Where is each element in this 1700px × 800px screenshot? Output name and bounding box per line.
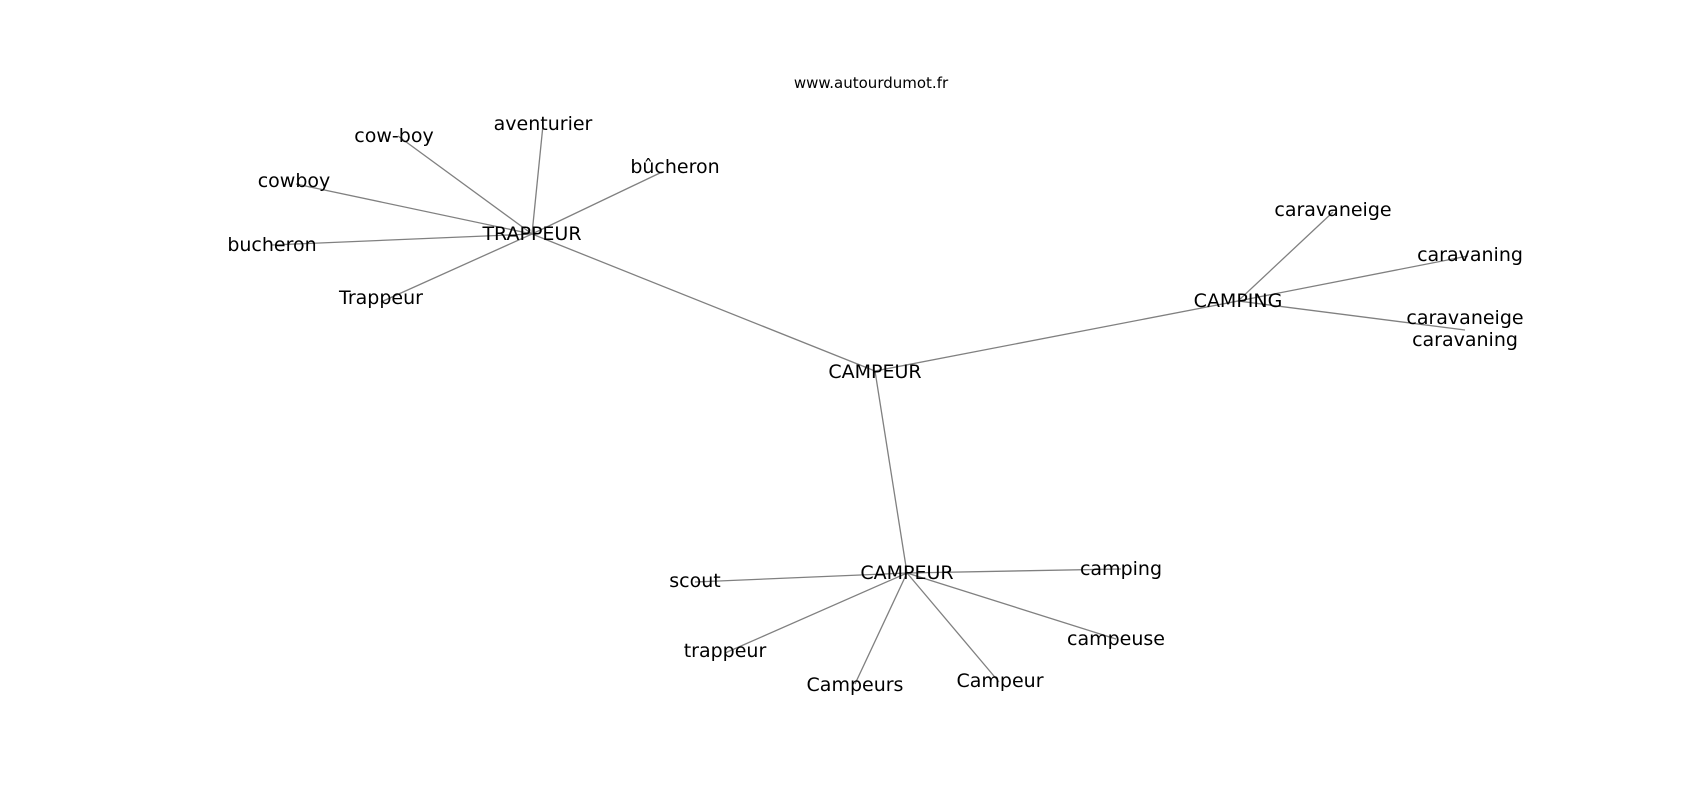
node-caravaneige-caravaning-line1: caravaneige: [1406, 307, 1523, 329]
edge-campeur-hub-campeurs: [854, 572, 908, 685]
edges: [271, 124, 1469, 685]
edge-campeur-camping: [874, 300, 1239, 372]
edge-campeur-hub-trappeur: [724, 572, 908, 654]
site-url: www.autourdumot.fr: [794, 74, 949, 92]
node-caravaneige-caravaning-line2: caravaning: [1412, 329, 1518, 351]
node-aventurier: aventurier: [494, 113, 593, 135]
edge-campeur-hub-campeuse: [906, 572, 1117, 640]
node-bucheron: bucheron: [227, 234, 316, 256]
node-campeur-cap: Campeur: [956, 670, 1043, 692]
edge-camping-caravaning: [1237, 255, 1469, 302]
edge-camping-caravaneige-caravaning: [1237, 300, 1466, 331]
node-caravaning: caravaning: [1417, 244, 1523, 266]
edge-campeur-hub-scout: [694, 572, 908, 583]
edge-campeur-campeur-hub: [874, 370, 908, 574]
edge-trappeur-trappeur-cap: [380, 233, 533, 303]
labels: www.autourdumot.fr CAMPEUR TRAPPEUR CAMP…: [227, 74, 1523, 696]
edge-trappeur-aventurier: [531, 124, 544, 235]
edge-campeur-hub-campeur-cap: [906, 572, 1000, 683]
node-campeuse: campeuse: [1067, 628, 1165, 650]
edge-trappeur-cow-boy: [397, 135, 533, 235]
node-caravaneige: caravaneige: [1274, 199, 1391, 221]
node-campeur-hub: CAMPEUR: [860, 562, 953, 584]
node-trappeur-hub: TRAPPEUR: [481, 223, 581, 245]
node-cowboy: cowboy: [258, 170, 331, 192]
node-camping: camping: [1080, 558, 1162, 580]
node-trappeur-cap: Trappeur: [338, 287, 423, 309]
edge-trappeur-bucheron-accent: [531, 171, 663, 235]
node-campeurs: Campeurs: [807, 674, 904, 696]
edge-campeur-hub-camping: [906, 568, 1122, 574]
edge-trappeur-cowboy: [295, 183, 533, 235]
node-trappeur: trappeur: [684, 640, 767, 662]
node-bucheron-accent: bûcheron: [630, 156, 719, 178]
edge-campeur-trappeur: [531, 233, 876, 372]
node-campeur-center: CAMPEUR: [828, 361, 921, 383]
edge-camping-caravaneige: [1237, 211, 1334, 302]
edge-trappeur-bucheron: [271, 233, 533, 246]
node-cow-boy: cow-boy: [354, 125, 433, 147]
node-camping-hub: CAMPING: [1194, 290, 1283, 312]
node-scout: scout: [669, 570, 720, 592]
